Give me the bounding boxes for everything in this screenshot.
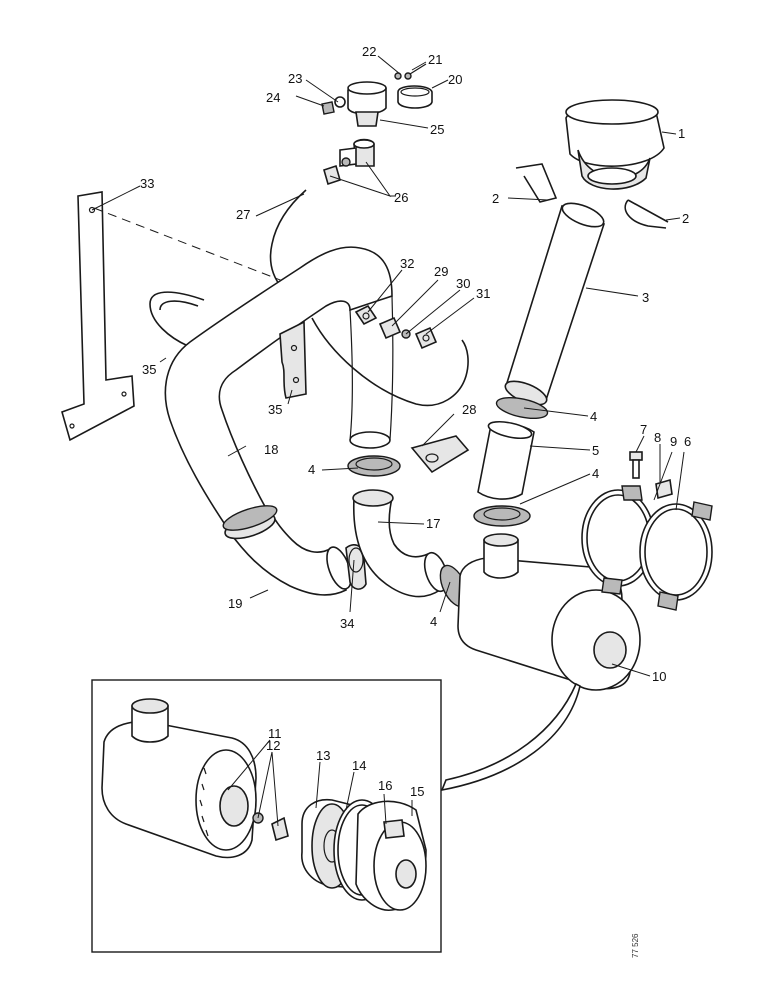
callout-26: 26 — [394, 190, 408, 205]
connector-32 — [354, 304, 378, 326]
wing-nut-12 — [271, 816, 289, 842]
screw-21 — [404, 63, 427, 80]
callout-4-centre: 4 — [308, 462, 315, 477]
bolt-7 — [629, 451, 643, 479]
callout-35-centre: 35 — [268, 402, 282, 417]
washer-23 — [334, 96, 346, 108]
callout-20: 20 — [448, 72, 462, 87]
callout-31: 31 — [476, 286, 490, 301]
callout-2-left: 2 — [492, 191, 499, 206]
callout-30: 30 — [456, 276, 470, 291]
callout-14: 14 — [352, 758, 366, 773]
callout-7: 7 — [640, 422, 647, 437]
callout-4-lower: 4 — [430, 614, 437, 629]
air-filter-10 — [457, 533, 641, 691]
hose-clamp-18-19 — [222, 505, 278, 531]
callout-25: 25 — [430, 122, 444, 137]
callout-15: 15 — [410, 784, 424, 799]
callout-29: 29 — [434, 264, 448, 279]
callout-1: 1 — [678, 126, 685, 141]
callout-6: 6 — [684, 434, 691, 449]
inset-frame — [91, 679, 442, 953]
detail-arrow — [440, 682, 581, 792]
callout-12: 12 — [266, 738, 280, 753]
callout-16: 16 — [378, 778, 392, 793]
callout-13: 13 — [316, 748, 330, 763]
callout-11: 11 — [268, 726, 282, 741]
callout-9: 9 — [670, 434, 677, 449]
callout-27: 27 — [236, 207, 250, 222]
callout-4-right: 4 — [592, 466, 599, 481]
dust-valve-16 — [383, 819, 405, 839]
nut-24 — [321, 101, 335, 115]
pre-cleaner-cap-1 — [565, 99, 665, 190]
bracket-20 — [397, 85, 433, 109]
hose-clamp-4-lower — [473, 505, 531, 527]
hose-clamp-4-upper — [495, 396, 549, 420]
callout-18: 18 — [264, 442, 278, 457]
breather-cap-25 — [347, 81, 387, 127]
nut-31 — [414, 326, 438, 350]
hose-clamp-4-centre — [347, 455, 401, 477]
drawing-reference: 77 526 — [631, 933, 640, 958]
callout-34: 34 — [340, 616, 354, 631]
callout-numbers: 1 2 2 3 4 4 4 4 5 6 7 8 9 10 11 12 13 14… — [140, 44, 691, 799]
washer-22 — [394, 72, 402, 80]
adaptor-26 — [323, 157, 351, 186]
callout-5: 5 — [592, 443, 599, 458]
callout-22: 22 — [362, 44, 376, 59]
callout-35-left: 35 — [142, 362, 156, 377]
hose-5 — [477, 420, 535, 500]
callout-4-upper: 4 — [590, 409, 597, 424]
callout-10: 10 — [652, 669, 666, 684]
pipe-bracket-35 — [279, 320, 307, 399]
elbow-pipe-17 — [352, 489, 449, 598]
callout-21: 21 — [428, 52, 442, 67]
intake-pipe-18 — [164, 246, 394, 527]
callout-3: 3 — [642, 290, 649, 305]
mounting-bracket-33 — [61, 191, 135, 442]
callout-32: 32 — [400, 256, 414, 271]
spring-clip-2-left — [515, 163, 558, 203]
filter-housing-11 — [101, 698, 257, 859]
breather-pipe-27 — [269, 189, 307, 289]
band-clamp-9 — [581, 485, 655, 595]
bracket-28 — [410, 435, 470, 474]
callout-23: 23 — [288, 71, 302, 86]
callout-19: 19 — [228, 596, 242, 611]
callout-33: 33 — [140, 176, 154, 191]
filter-cover-15 — [355, 800, 427, 911]
intake-tube-3 — [504, 202, 605, 406]
callout-28: 28 — [462, 402, 476, 417]
breather-tube — [311, 317, 469, 407]
band-clamp-6 — [639, 501, 713, 611]
callout-2-right: 2 — [682, 211, 689, 226]
spring-clip-2-right — [624, 199, 669, 229]
callout-8: 8 — [654, 430, 661, 445]
wire-clip-35-left — [149, 291, 205, 347]
leader-lines — [91, 55, 685, 827]
callout-24: 24 — [266, 90, 280, 105]
callout-17: 17 — [426, 516, 440, 531]
